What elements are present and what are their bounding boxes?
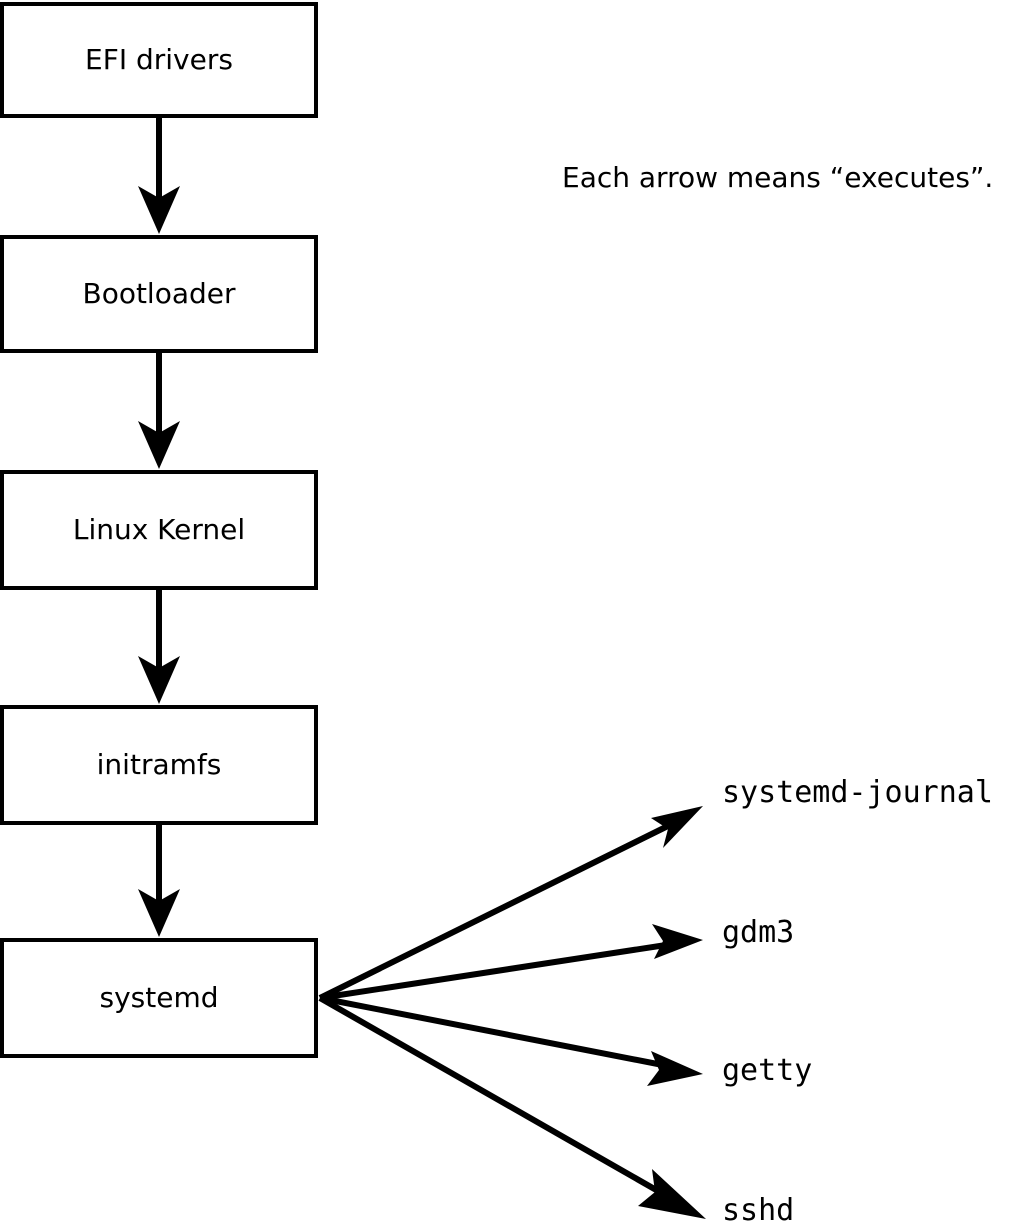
stage-label-bootloader: Bootloader — [82, 277, 236, 310]
stage-box-efi-drivers[interactable]: EFI drivers — [0, 2, 318, 118]
chain-arrow-bootloader-to-kernel — [138, 353, 180, 469]
chain-arrow-initramfs-to-systemd — [138, 825, 180, 937]
fan-arrow-getty — [319, 995, 703, 1086]
chain-arrow-kernel-to-initramfs — [138, 590, 180, 704]
stage-box-initramfs[interactable]: initramfs — [0, 705, 318, 825]
child-label-gdm3: gdm3 — [722, 915, 795, 950]
fan-arrow-sshd — [318, 995, 706, 1219]
child-label-systemd-journal: systemd-journal — [722, 775, 993, 810]
stage-box-systemd[interactable]: systemd — [0, 938, 318, 1058]
fan-arrow-gdm3 — [319, 924, 703, 1001]
stage-box-bootloader[interactable]: Bootloader — [0, 235, 318, 353]
chain-arrow-efi-to-bootloader — [138, 118, 180, 234]
stage-label-systemd: systemd — [99, 981, 219, 1014]
fan-arrow-systemd-journal — [318, 806, 703, 1001]
stage-label-linux-kernel: Linux Kernel — [72, 513, 246, 546]
stage-label-efi-drivers: EFI drivers — [85, 43, 233, 76]
child-label-sshd: sshd — [722, 1193, 795, 1228]
child-label-getty: getty — [722, 1053, 813, 1088]
stage-box-linux-kernel[interactable]: Linux Kernel — [0, 470, 318, 590]
diagram-caption: Each arrow means “executes”. — [562, 161, 994, 194]
stage-label-initramfs: initramfs — [96, 748, 222, 781]
